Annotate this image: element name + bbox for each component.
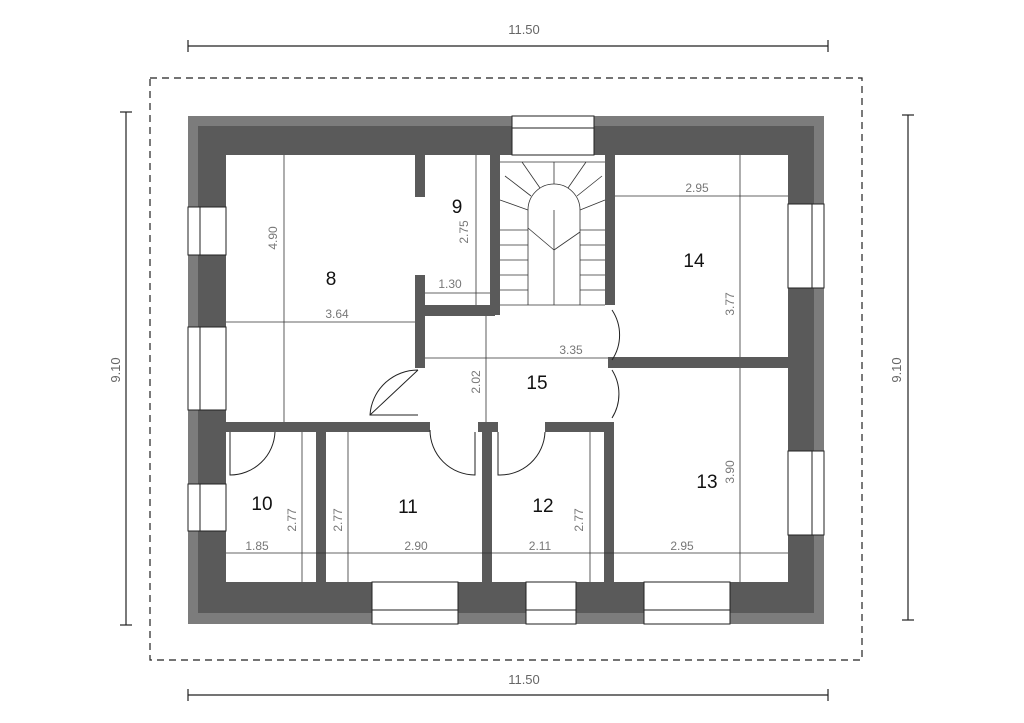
- door-room10: [229, 431, 276, 476]
- room-11-number: 11: [398, 497, 418, 518]
- room-10-number: 10: [251, 494, 272, 515]
- room-14-width: 2.95: [685, 181, 709, 195]
- room-10-depth: 2.77: [285, 508, 299, 532]
- doors: [229, 309, 621, 476]
- exterior-walls: [188, 116, 824, 624]
- room-12-number: 12: [532, 496, 553, 517]
- room-dimension-labels: 4.90 3.64 2.75 1.30 2.77 1.85 2.77 2.90 …: [245, 181, 737, 553]
- room-8-depth: 4.90: [266, 226, 280, 250]
- door-room8: [369, 369, 419, 416]
- overall-height-left: 9.10: [108, 357, 123, 382]
- overall-width-top: 11.50: [508, 22, 540, 37]
- wall-room8-room15: [415, 275, 425, 368]
- room-15-number: 15: [526, 373, 547, 394]
- room-12-depth: 2.77: [572, 508, 586, 532]
- room-13-width: 2.95: [670, 539, 694, 553]
- room-13-number: 13: [696, 472, 717, 493]
- wall-room11-room12: [482, 432, 492, 582]
- room-8-width: 3.64: [325, 307, 349, 321]
- window-left-1: [187, 206, 227, 256]
- wall-room12-room13: [604, 422, 614, 582]
- windows: [187, 115, 825, 625]
- overall-width-bottom: 11.50: [508, 672, 540, 687]
- room-14-number: 14: [683, 251, 705, 272]
- wall-stair-right: [605, 155, 615, 305]
- room-10-width: 1.85: [245, 539, 269, 553]
- wall-room10-room11: [316, 432, 326, 582]
- wall-room14-room13: [608, 357, 788, 368]
- room-9-width: 1.30: [438, 277, 462, 291]
- window-right-1: [787, 203, 825, 289]
- room-11-width: 2.90: [404, 539, 428, 553]
- room-8-number: 8: [326, 269, 337, 290]
- wall-bedrooms-top-right: [545, 422, 613, 432]
- wall-bedrooms-top-mid: [478, 422, 498, 432]
- door-room11: [429, 429, 476, 476]
- wall-bedrooms-top-left: [226, 422, 430, 432]
- wall-room9-bottom: [415, 305, 495, 316]
- door-room13: [611, 369, 620, 419]
- window-left-3: [187, 483, 227, 532]
- window-right-2: [787, 450, 825, 536]
- overall-dimensions: [120, 40, 914, 701]
- overall-height-right: 9.10: [889, 357, 904, 382]
- room-15-depth: 2.02: [469, 370, 483, 394]
- window-top: [511, 115, 595, 156]
- wall-stair-left: [490, 155, 500, 315]
- room-14-depth: 3.77: [723, 292, 737, 316]
- room-9-number: 9: [452, 197, 463, 218]
- interior-walls: [226, 155, 788, 582]
- wall-room8-room9-upper: [415, 155, 425, 197]
- staircase: [499, 161, 606, 306]
- window-bottom-1: [371, 581, 459, 625]
- door-room12: [497, 431, 546, 476]
- room-labels: 8 9 10 11 12 13 14 15: [251, 197, 717, 518]
- room-11-depth: 2.77: [331, 508, 345, 532]
- site-boundary: [149, 77, 863, 661]
- room-15-width: 3.35: [559, 343, 583, 357]
- room-12-width: 2.11: [529, 539, 552, 553]
- window-left-2: [187, 326, 227, 411]
- room-9-depth: 2.75: [457, 220, 471, 244]
- window-bottom-3: [643, 581, 731, 625]
- door-room14: [611, 309, 621, 361]
- room-dimension-lines: [226, 155, 788, 582]
- window-bottom-2: [525, 581, 577, 625]
- room-13-depth: 3.90: [723, 460, 737, 484]
